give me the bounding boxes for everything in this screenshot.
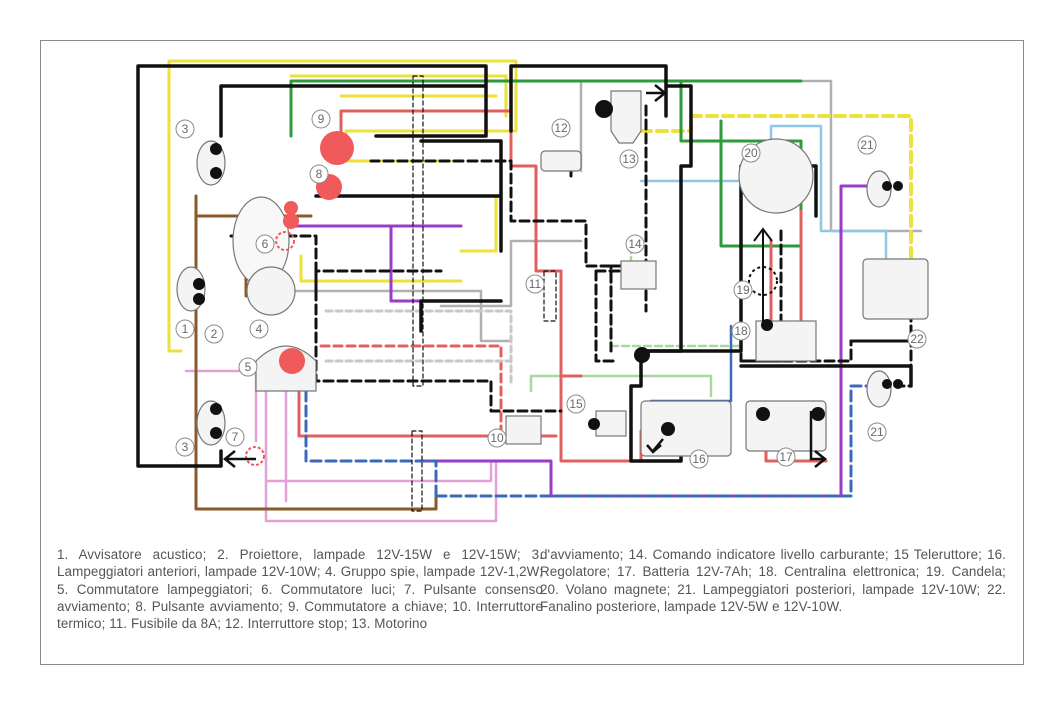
callout-number: 17 [779, 450, 793, 464]
starter-motor-shape [610, 90, 642, 144]
terminal-dot [210, 427, 222, 439]
terminal-dot [210, 403, 222, 415]
wire-black [136, 64, 488, 468]
callout-number: 15 [569, 397, 583, 411]
terminal-dot [761, 319, 773, 331]
callout-number: 20 [744, 146, 758, 160]
callout-number: 22 [910, 332, 924, 346]
terminal-dot [193, 278, 205, 290]
terminal-dot [756, 407, 770, 421]
callout-number: 8 [316, 167, 323, 181]
terminal-dot [634, 347, 650, 363]
callout-number: 16 [692, 452, 706, 466]
wire-black [509, 64, 693, 353]
fuel-sender-shape [620, 260, 657, 290]
terminal-dot [882, 379, 892, 389]
callout-number: 1 [182, 322, 189, 336]
callout-number: 4 [256, 322, 263, 336]
legend-column-left: 1. Avvisatore acustico; 2. Proiettore, l… [57, 547, 543, 632]
terminal-dot [893, 181, 903, 191]
wire-black-dashed [229, 234, 648, 413]
highlight-light-switch [284, 201, 298, 215]
callout-number: 3 [182, 122, 189, 136]
wire-gray [294, 289, 513, 343]
stop-switch-shape [540, 150, 582, 172]
wire-red-dashed [319, 344, 503, 438]
arrow-icon [809, 411, 828, 468]
callout-number: 14 [628, 237, 642, 251]
wire-lightgreen [529, 374, 713, 398]
terminal-dot [210, 143, 222, 155]
terminal-dot [588, 418, 600, 430]
diagram-frame: 1 2 3 3 4 5 6 7 8 9 10 11 12 13 14 15 16… [40, 40, 1024, 665]
wire-yellow [167, 59, 518, 353]
wire-red [339, 109, 643, 463]
wiring-diagram: 1 2 3 3 4 5 6 7 8 9 10 11 12 13 14 15 16… [136, 59, 929, 523]
wire-black-dashed [369, 104, 648, 353]
wire-blue-dashed [304, 374, 873, 498]
terminal-dot [193, 293, 205, 305]
wire-pink [184, 369, 498, 523]
callout-number: 6 [262, 237, 269, 251]
arrow-icon [222, 450, 256, 468]
callout-number: 3 [182, 440, 189, 454]
callout-number: 12 [554, 121, 568, 135]
relay-shape [595, 410, 627, 437]
regulator-shape [640, 400, 732, 457]
wire-gray-dashed [324, 309, 513, 388]
connector-block [411, 430, 423, 512]
arrow-icon [646, 438, 664, 454]
terminal-dot [893, 379, 903, 389]
tail-light-shape [862, 258, 929, 320]
terminal-dot [595, 100, 613, 118]
highlight-key-switch [320, 131, 354, 165]
callout-number: 11 [529, 277, 542, 291]
callout-number: 13 [622, 152, 636, 166]
highlight-light-switch [283, 213, 299, 229]
callout-number: 5 [245, 360, 252, 374]
callout-number: 10 [490, 431, 504, 445]
connector-block [412, 75, 424, 387]
callout-number: 21 [870, 425, 884, 439]
arrow-icon [646, 84, 668, 102]
highlight-light-switch-ring [275, 231, 295, 251]
rear-indicator-shape [866, 370, 892, 408]
callout-number: 19 [736, 283, 750, 297]
thermal-switch-shape [505, 415, 542, 445]
highlight-start-consent-ring [245, 446, 265, 466]
wire-yellow [289, 74, 508, 118]
callout-number: 9 [318, 112, 325, 126]
wire-black [629, 164, 913, 463]
callout-number: 21 [860, 138, 874, 152]
callout-number: 7 [232, 430, 239, 444]
terminal-dot [210, 167, 222, 179]
callout-number: 18 [734, 324, 748, 338]
callout-number: 2 [211, 327, 218, 341]
terminal-dot [661, 422, 675, 436]
terminal-dot [882, 181, 892, 191]
terminal-dot [811, 407, 825, 421]
fuse-box [543, 270, 557, 322]
wire-black [314, 139, 503, 333]
spark-plug-icon [748, 227, 778, 323]
legend-column-right: d'avviamento; 14. Comando indicatore liv… [540, 547, 1006, 614]
wire-red [297, 209, 828, 463]
highlight-indicator-switch [279, 348, 305, 374]
warning-lights-shape [246, 266, 296, 316]
